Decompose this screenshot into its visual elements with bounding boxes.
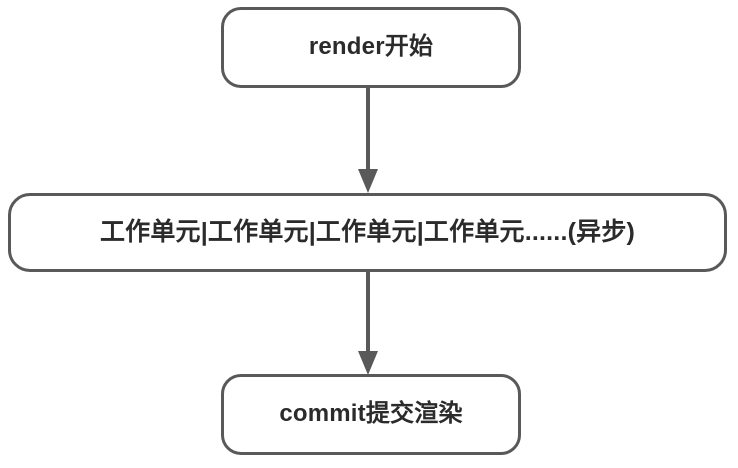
node-work-units-label: 工作单元|工作单元|工作单元|工作单元......(异步) <box>99 217 636 246</box>
arrow-down-icon <box>358 87 378 193</box>
arrow-work-units-to-commit <box>350 271 386 376</box>
node-work-units[interactable]: 工作单元|工作单元|工作单元|工作单元......(异步) <box>8 193 727 272</box>
arrow-render-start-to-work-units <box>350 87 386 194</box>
node-render-start-label: render开始 <box>308 33 434 61</box>
arrow-down-icon <box>358 271 378 375</box>
node-commit-label: commit提交渲染 <box>279 400 463 428</box>
node-commit[interactable]: commit提交渲染 <box>221 374 521 455</box>
node-render-start[interactable]: render开始 <box>221 7 521 88</box>
